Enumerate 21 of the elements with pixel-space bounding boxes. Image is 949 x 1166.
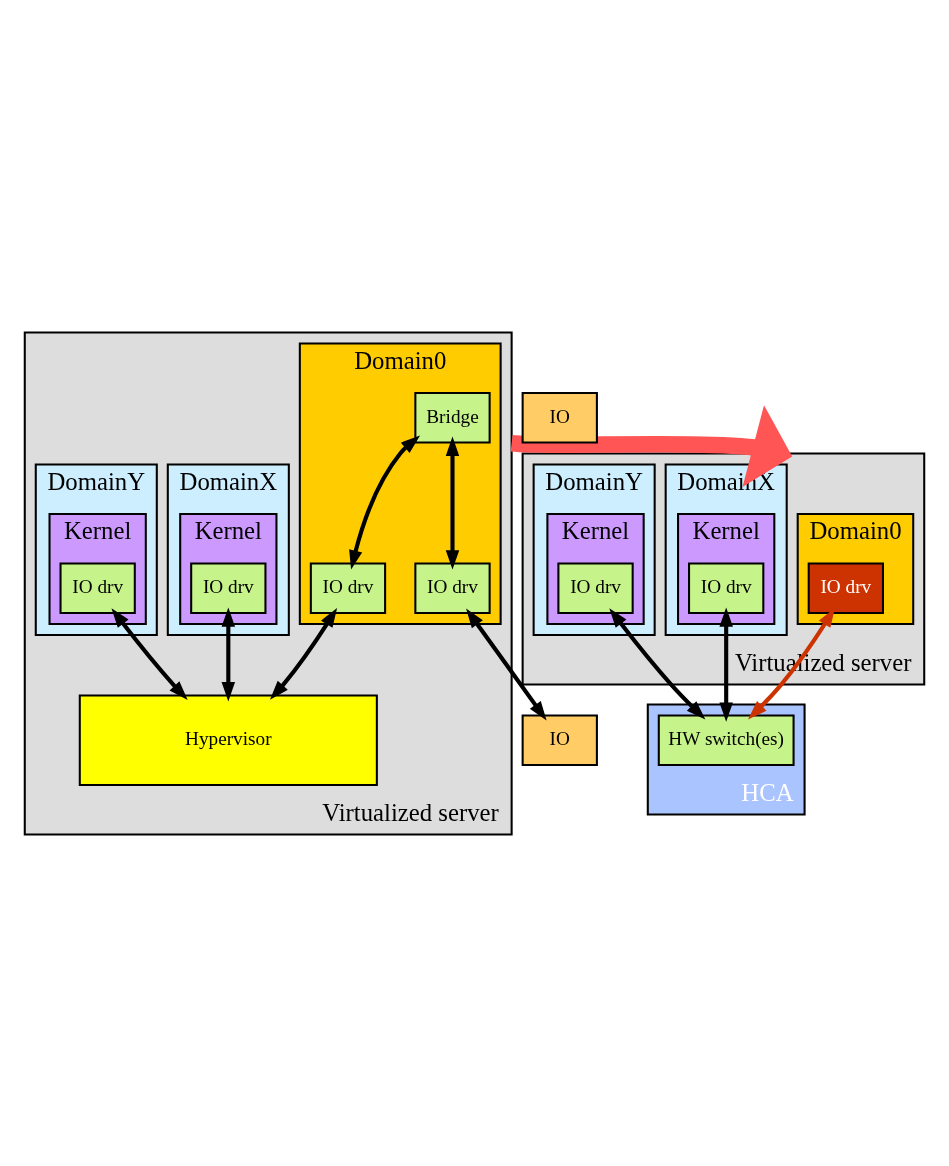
arrow xyxy=(719,606,733,722)
node-box: IO drv xyxy=(190,562,267,614)
arrow xyxy=(269,607,338,700)
arrow xyxy=(609,607,706,720)
node-box: Bridge xyxy=(414,391,491,444)
arrow xyxy=(466,608,547,721)
arrow xyxy=(111,607,188,700)
node-box: IO xyxy=(521,714,598,766)
arrow xyxy=(511,404,793,487)
node-box: IO drv xyxy=(557,562,634,614)
node-box: IO drv xyxy=(688,562,765,614)
node-box: IO drv xyxy=(807,562,884,614)
arrow xyxy=(445,436,460,570)
node-box: IO drv xyxy=(414,562,491,614)
node-box: IO xyxy=(521,391,598,444)
node-box: IO drv xyxy=(59,562,136,614)
node-box: Hypervisor xyxy=(78,694,378,786)
node-box: IO drv xyxy=(309,562,387,614)
arrow xyxy=(349,434,421,570)
node-box: HW switch(es) xyxy=(657,714,795,766)
arrow xyxy=(221,606,236,701)
